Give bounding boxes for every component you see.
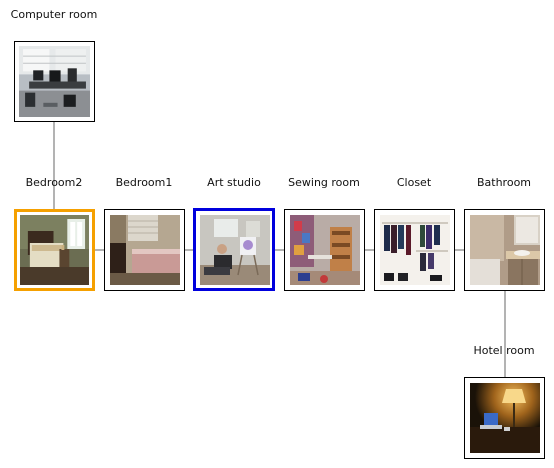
hotel-room-image	[470, 383, 540, 453]
closet-image	[380, 215, 450, 285]
bathroom-image	[470, 215, 540, 285]
label-bedroom2: Bedroom2	[25, 176, 83, 189]
computer-room-image	[19, 46, 90, 117]
node-closet	[374, 209, 455, 291]
label-bathroom: Bathroom	[476, 176, 532, 189]
node-hotel-room	[464, 377, 545, 459]
bedroom2-image	[20, 215, 89, 285]
label-computer-room: Computer room	[10, 8, 98, 21]
node-bedroom1	[104, 209, 185, 291]
art-studio-image	[200, 215, 270, 285]
label-hotel-room: Hotel room	[473, 344, 535, 357]
node-computer-room	[14, 41, 95, 122]
node-bedroom2	[14, 209, 95, 291]
sewing-room-image	[290, 215, 360, 285]
label-closet: Closet	[396, 176, 432, 189]
label-art-studio: Art studio	[207, 176, 261, 189]
label-bedroom1: Bedroom1	[115, 176, 173, 189]
bedroom1-image	[110, 215, 180, 285]
node-bathroom	[464, 209, 545, 291]
node-art-studio	[193, 208, 275, 291]
node-sewing-room	[284, 209, 365, 291]
label-sewing-room: Sewing room	[288, 176, 360, 189]
